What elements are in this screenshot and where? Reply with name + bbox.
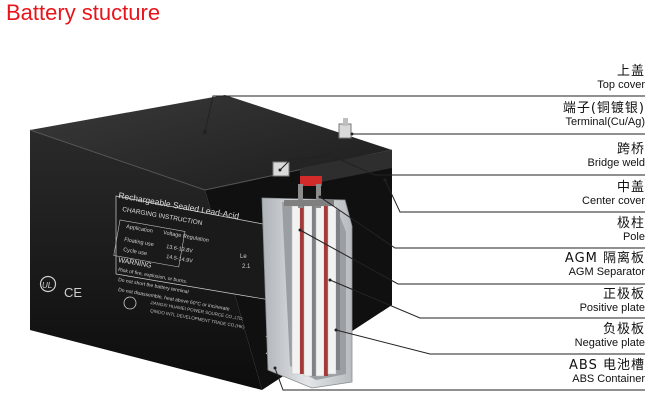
battery-label-sticker: Rechargeable Sealed Lead-Acid CHARGING I… <box>113 190 271 330</box>
callout-positive-plate-en: Positive plate <box>579 302 645 314</box>
ul-mark-icon: UL <box>39 275 57 293</box>
callout-bridge-weld-cn: 跨桥 <box>616 142 645 157</box>
callout-top-cover-en: Top cover <box>597 79 645 91</box>
callout-abs-container-en: ABS Container <box>572 373 645 385</box>
callout-negative-plate-en: Negative plate <box>574 337 645 349</box>
label-side-a: Le <box>240 254 247 260</box>
callout-pole: 极柱 Pole <box>617 216 645 244</box>
callout-top-cover: 上盖 Top cover <box>597 64 645 92</box>
label-row-1-name: Cycle use <box>123 247 148 257</box>
callout-terminal-cn: 端子(铜镀银) <box>562 101 645 116</box>
callout-agm-separator: AGM 隔离板 AGM Separator <box>565 251 645 279</box>
callout-agm-separator-cn: AGM 隔离板 <box>564 251 645 266</box>
callout-top-cover-cn: 上盖 <box>616 64 645 79</box>
callout-abs-container: ABS 电池槽 ABS Container <box>569 358 645 386</box>
recycle-icon <box>123 296 137 310</box>
callout-bridge-weld: 跨桥 Bridge weld <box>588 142 645 170</box>
plate-stack <box>291 205 340 377</box>
callout-pole-en: Pole <box>622 231 645 243</box>
callout-center-cover: 中盖 Center cover <box>582 180 645 208</box>
callout-abs-container-cn: ABS 电池槽 <box>569 358 645 373</box>
callout-negative-plate: 负极板 Negative plate <box>575 322 645 350</box>
leader-lines <box>204 95 645 391</box>
terminal-right <box>338 118 352 139</box>
callout-center-cover-en: Center cover <box>582 195 645 207</box>
callout-agm-separator-en: AGM Separator <box>568 266 645 278</box>
ce-mark-icon: CE <box>64 285 82 300</box>
label-row-1-value: 14.5-14.9V <box>166 254 194 265</box>
cell-cutaway <box>261 184 353 389</box>
svg-text:UL: UL <box>42 281 52 290</box>
label-head-0: Application <box>126 224 154 235</box>
label-row-0-name: Floating use <box>124 237 155 248</box>
callout-bridge-weld-en: Bridge weld <box>587 157 645 169</box>
pole-right <box>316 184 321 208</box>
page-title: Battery stucture <box>6 0 161 25</box>
callout-negative-plate-cn: 负极板 <box>602 322 645 337</box>
callout-terminal-en: Terminal(Cu/Ag) <box>565 116 645 128</box>
pole-left <box>298 184 303 208</box>
callout-positive-plate-cn: 正极板 <box>602 287 645 302</box>
label-row-0-value: 13.6-13.8V <box>166 244 194 255</box>
callout-terminal: 端子(铜镀银) Terminal(Cu/Ag) <box>563 101 645 129</box>
callout-pole-cn: 极柱 <box>616 216 645 231</box>
callout-positive-plate: 正极板 Positive plate <box>580 287 645 315</box>
bridge-weld <box>284 200 334 206</box>
callout-center-cover-cn: 中盖 <box>616 180 645 195</box>
top-cover <box>30 95 392 190</box>
label-side-b: 2.1 <box>242 264 251 270</box>
